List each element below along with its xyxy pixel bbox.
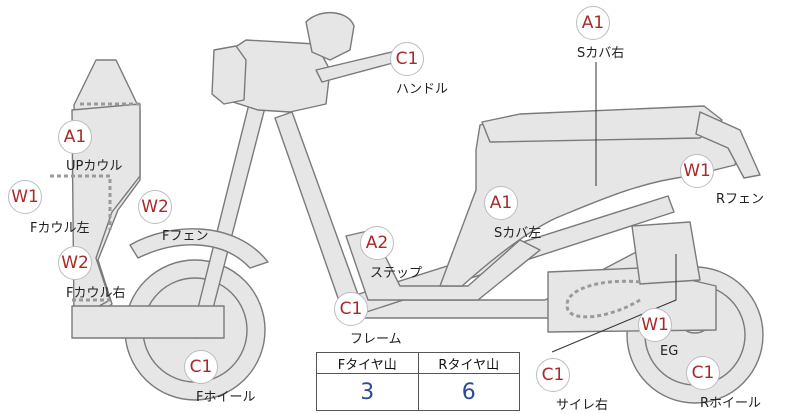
cowl-seam-2 [50, 174, 112, 230]
part-code-f-cowl-left: W1 [8, 180, 42, 214]
part-label-f-cowl-right: Fカウル右 [66, 286, 126, 301]
rear-fender [695, 111, 761, 179]
part-code-f-fender: W2 [138, 190, 172, 224]
part-code-s-cover-left: A1 [484, 186, 518, 220]
part-label-step: ステップ [370, 266, 423, 281]
rear-tread-value: 6 [417, 373, 520, 411]
part-label-f-wheel: Fホイール [196, 390, 256, 405]
headlight [211, 45, 247, 105]
part-label-r-wheel: Rホイール [700, 396, 762, 411]
part-code-r-fender: W1 [680, 154, 714, 188]
part-code-f-cowl-right: W2 [58, 246, 92, 280]
front-tread-value: 3 [316, 373, 419, 411]
part-code-step: A2 [360, 226, 394, 260]
part-label-r-fender: Rフェン [716, 192, 765, 207]
mirror [305, 11, 355, 61]
part-code-handle: C1 [390, 42, 424, 76]
rear-tread-header: Rタイヤ山 [417, 352, 520, 374]
part-code-r-wheel: C1 [686, 356, 720, 390]
seat [481, 105, 723, 143]
part-label-s-cover-right: Sカバ右 [577, 46, 625, 61]
part-label-up-cowl: UPカウル [66, 159, 123, 174]
tire-tread-table: Fタイヤ山 Rタイヤ山 3 6 [316, 352, 520, 411]
front-tread-header: Fタイヤ山 [316, 352, 419, 374]
part-code-muffler-right: C1 [536, 358, 570, 392]
engine-cylinder [631, 221, 701, 285]
guide-engine [551, 254, 677, 353]
part-label-frame: フレーム [350, 332, 402, 347]
part-label-f-fender: Fフェン [162, 229, 209, 244]
part-label-f-cowl-left: Fカウル左 [30, 221, 90, 236]
part-code-engine: W1 [638, 308, 672, 342]
part-code-f-wheel: C1 [184, 350, 218, 384]
part-code-s-cover-right: A1 [576, 6, 610, 40]
part-label-engine: EG [660, 344, 679, 359]
part-label-muffler-right: サイレ右 [556, 398, 609, 413]
engine-block [547, 267, 717, 333]
part-label-handle: ハンドル [396, 82, 449, 97]
part-code-frame: C1 [334, 292, 368, 326]
part-label-s-cover-left: Sカバ左 [494, 226, 542, 241]
front-cowl-base [71, 305, 225, 339]
part-code-up-cowl: A1 [58, 120, 92, 154]
exhaust-pipe [565, 279, 641, 319]
front-fender [129, 228, 269, 269]
